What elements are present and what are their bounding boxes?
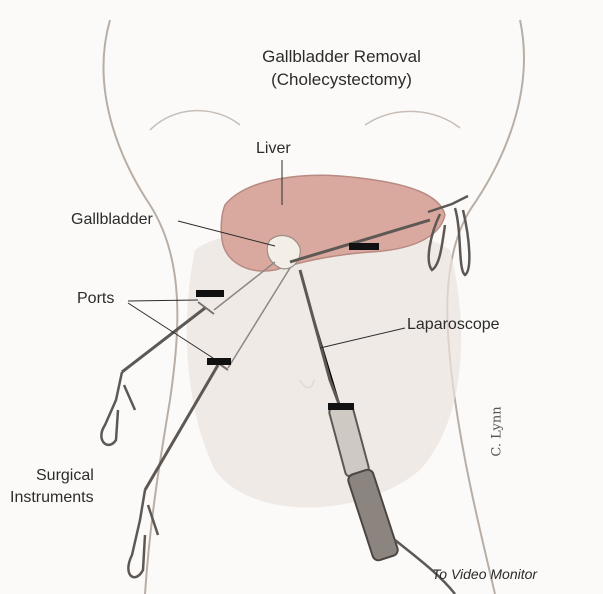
title-line-1: Gallbladder Removal [40, 47, 603, 67]
chest-line-right [365, 111, 460, 128]
abdomen-shading [187, 226, 461, 508]
left-instrument-1-handle [101, 372, 135, 445]
laparoscope-label: Laparoscope [407, 316, 500, 334]
video-monitor-label: To Video Monitor [432, 566, 537, 582]
title-line-2: (Cholecystectomy) [40, 70, 603, 90]
redaction-bar-2 [196, 290, 224, 297]
torso-outline [104, 20, 178, 594]
surgical-instruments-label-line-1: Surgical [36, 467, 94, 485]
liver-label: Liver [256, 140, 291, 158]
artist-signature: C. Lynn [490, 406, 505, 456]
ports-leader-line-upper [128, 300, 198, 301]
chest-line-left [150, 111, 240, 130]
redaction-bar-4 [328, 403, 354, 410]
ports-label: Ports [77, 290, 114, 308]
redaction-bar-3 [207, 358, 231, 365]
gallbladder-label: Gallbladder [71, 211, 153, 229]
redaction-bar-1 [349, 243, 379, 250]
surgical-instruments-label-line-2: Instruments [10, 489, 94, 507]
